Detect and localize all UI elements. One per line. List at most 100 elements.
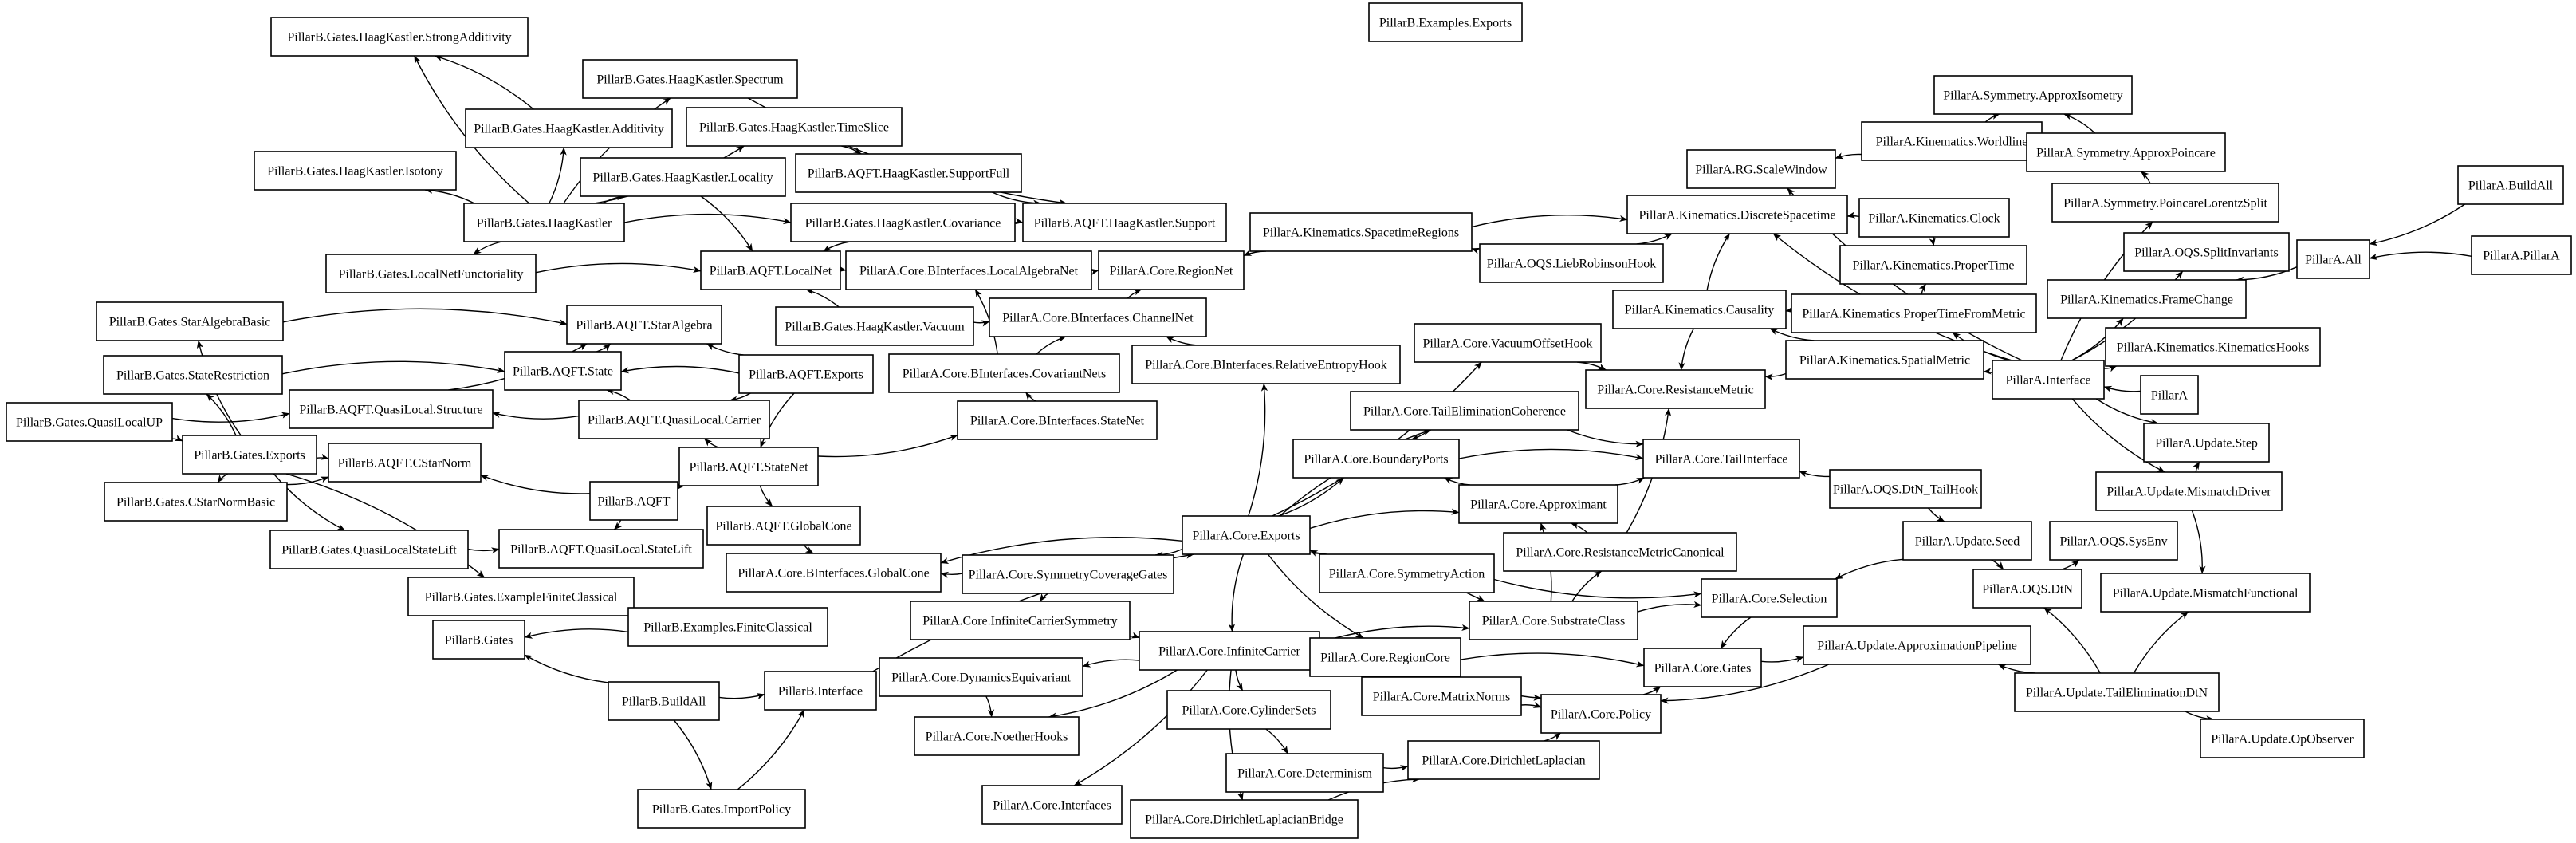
node-box [578,400,770,439]
node-label: PillarA.Kinematics.Clock [1868,211,2000,225]
graph-node-b_spectrum: PillarB.Gates.HaagKastler.Spectrum [582,59,798,99]
graph-edge-a_dtn_tailhook--a_seed [1928,507,1945,522]
node-box [2100,573,2311,613]
graph-edge-b_buildall--b_importpolicy [673,719,713,790]
graph-edge-b_gates_exports--b_staterestriction [206,393,237,436]
graph-edge-b_state--b_staralgebra [596,343,612,353]
graph-node-b_carrier: PillarB.AQFT.QuasiLocal.Carrier [578,400,770,439]
graph-node-b_finiteclassical: PillarB.Examples.FiniteClassical [627,607,828,647]
node-label: PillarB.AQFT.Exports [749,368,863,381]
graph-edge-a_spacetimeregions--a_regionnet [1243,250,1267,257]
graph-edge-a_approximant--a_boundaryports [1444,477,1470,486]
graph-edge-a_mismatchdriver--a_mismatchfunctional [2191,510,2206,574]
node-box [981,785,1123,825]
graph-edge-b_gates_exports--b_cstarnorm [316,453,329,460]
graph-edge-b_covariance--b_localnet [823,241,851,252]
graph-node-b_locality: PillarB.Gates.HaagKastler.Locality [580,157,786,197]
node-label: PillarA.Interface [2005,373,2090,387]
graph-node-a_worldline: PillarA.Kinematics.Worldline [1861,121,2043,161]
node-box [2123,232,2290,272]
node-label: PillarA.Update.OpObserver [2211,732,2354,746]
node-label: PillarA.Core.RegionCore [1320,651,1450,664]
graph-node-b_aqft: PillarB.AQFT [589,481,678,521]
graph-edge-a_pls--a_approxpoincare [2140,171,2151,184]
node-box [2049,521,2178,561]
node-box [738,354,874,394]
graph-node-a_mismatchdriver: PillarA.Update.MismatchDriver [2095,471,2283,511]
graph-edge-a_ic--a_interfaces_a [1073,669,1208,786]
graph-edge-a_dtn--a_sysenv [2061,559,2080,570]
graph-edge-a_covariantnets--a_channelnet [1036,336,1067,355]
graph-edge-b_additivity--b_strongadd [434,54,534,110]
graph-edge-b_globalcone--a_bglobalcone [803,544,814,554]
graph-node-a_dirichletlaplacian: PillarA.Core.DirichletLaplacian [1407,740,1600,780]
node-label: PillarA.Core.SymmetryAction [1329,567,1485,581]
graph-node-b_structure: PillarB.AQFT.QuasiLocal.Structure [289,389,494,429]
graph-node-a_pillara: PillarA [2140,375,2199,415]
graph-node-a_tailinterface: PillarA.Core.TailInterface [1642,439,1800,479]
graph-node-b_gates_exports: PillarB.Gates.Exports [182,435,317,475]
graph-node-b_timeslice: PillarB.Gates.HaagKastler.TimeSlice [686,107,903,147]
graph-node-b_globalcone: PillarB.AQFT.GlobalCone [706,506,861,546]
graph-node-a_sysenv: PillarA.OQS.SysEnv [2049,521,2178,561]
node-box [254,151,457,191]
node-box [2143,423,2270,463]
graph-edge-a_exports--a_approximant [1309,508,1460,530]
graph-edge-a_taildtn--a_mismatchfunctional [2133,611,2189,674]
graph-edge-a_relativeentropyhook--a_channelnet [1166,336,1198,346]
node-box [726,553,942,593]
graph-node-a_statenet: PillarA.Core.BInterfaces.StateNet [957,400,1158,440]
node-label: PillarA.Core.BInterfaces.ChannelNet [1002,311,1194,325]
node-box [2047,279,2247,319]
graph-edge-b_aqft_exports--b_statenet [760,392,795,448]
graph-edge-b_quasilocalup--b_structure [171,412,290,423]
node-box [1249,212,1473,252]
graph-edge-a_causality--a_resistancemetric [1678,328,1694,371]
node-label: PillarA.Core.DynamicsEquivariant [891,671,1071,684]
graph-node-a_interfaces_a: PillarA.Core.Interfaces [981,785,1123,825]
node-box [678,447,819,486]
graph-edge-a_interface--a_mismatchdriver [2071,398,2165,473]
node-box [104,482,288,522]
graph-node-b_additivity: PillarB.Gates.HaagKastler.Additivity [465,108,673,148]
graph-edge-a_tec--a_boundaryports [1410,429,1430,441]
graph-node-a_pls: PillarA.Symmetry.PoincareLorentzSplit [2051,183,2279,223]
graph-edge-b_lnf--b_localnet [535,262,702,274]
node-label: PillarB.AQFT.CStarNorm [338,456,472,470]
node-label: PillarB.Gates.CStarNormBasic [116,495,275,509]
graph-edge-a_taildtn--a_pipeline [1997,664,2036,674]
graph-node-a_noetherhooks: PillarA.Core.NoetherHooks [914,716,1080,756]
graph-edge-a_seed--a_selection [1835,558,1904,580]
graph-edge-a_spacetimeregions--a_discretespacetime [1471,215,1628,228]
graph-edge-b_aqft--b_statelift [613,519,623,530]
graph-edge-a_rmc--a_approximant [1571,522,1588,534]
graph-node-a_framechange: PillarA.Kinematics.FrameChange [2047,279,2247,319]
node-box [1309,637,1461,677]
node-label: PillarA.Core.NoetherHooks [926,730,1068,743]
graph-node-a_liebrobinson: PillarA.OQS.LiebRobinsonHook [1479,243,1664,283]
node-label: PillarB.AQFT.HaagKastler.SupportFull [808,167,1010,180]
graph-node-a_kinematicshooks: PillarA.Kinematics.KinematicsHooks [2105,327,2321,367]
graph-node-b_isotony: PillarB.Gates.HaagKastler.Isotony [254,151,457,191]
graph-edge-a_liebrobinson--a_spacetimeregions [1471,247,1481,254]
node-box [2051,183,2279,223]
node-label: PillarB.AQFT.QuasiLocal.StateLift [510,542,692,556]
graph-node-b_aqft_exports: PillarB.AQFT.Exports [738,354,874,394]
graph-edge-a_liebrobinson--a_discretespacetime [1636,233,1673,245]
graph-edge-a_pillara_pillara--a_all [2369,251,2472,260]
graph-node-b_buildall: PillarB.BuildAll [608,681,720,721]
node-box [2471,235,2572,275]
node-box [790,203,1016,242]
graph-edge-a_dynamicsequivariant--a_noetherhooks [985,695,995,718]
graph-node-a_pillara_pillara: PillarA.PillarA [2471,235,2572,275]
graph-node-a_channelnet: PillarA.Core.BInterfaces.ChannelNet [989,297,1207,337]
node-box [1469,601,1638,640]
graph-node-a_matrixnorms: PillarA.Core.MatrixNorms [1361,676,1522,716]
node-label: PillarB.AQFT.StateNet [689,460,808,474]
node-box [1368,2,1523,42]
node-box [686,107,903,147]
node-box [1791,293,2037,333]
graph-edge-a_scg--a_ics [1039,593,1049,602]
node-label: PillarB.Gates.HaagKastler.Covariance [805,216,1001,230]
node-label: PillarA.Update.ApproximationPipeline [1817,639,2017,652]
